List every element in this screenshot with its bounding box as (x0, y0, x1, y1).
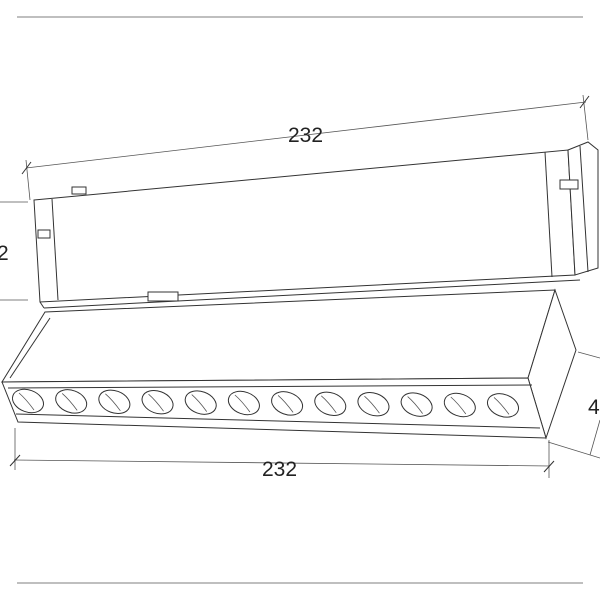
lens-reflector (234, 394, 251, 413)
lens (12, 388, 44, 414)
top-dimension: 232 (21, 94, 590, 201)
lens-reflector (450, 396, 467, 415)
lens-reflector (148, 393, 164, 412)
lens-reflector (61, 393, 78, 411)
lens-reflector (321, 395, 337, 414)
lens (98, 389, 131, 414)
lens-reflector (191, 394, 208, 412)
lens-row (12, 388, 519, 418)
lens (443, 392, 476, 418)
clip-right (559, 179, 579, 190)
lens (184, 390, 217, 415)
luminaire-top-face (1, 289, 556, 383)
lens (400, 392, 433, 417)
lens-reflector (493, 397, 510, 415)
lens (487, 393, 519, 418)
track-adapter-housing (33, 141, 599, 309)
lens (55, 389, 88, 414)
left-height-label: 2 (0, 242, 9, 265)
right-height-label: 4 (588, 396, 600, 419)
lens (271, 391, 304, 416)
lens (314, 391, 347, 416)
lens (227, 390, 260, 416)
connector (147, 291, 179, 302)
right-dimension: 4 (547, 351, 600, 459)
bottom-dimension: 232 (9, 428, 555, 481)
left-dimension: 2 (0, 201, 28, 301)
luminaire-front-face (1, 377, 547, 439)
top-length-label: 232 (288, 124, 323, 147)
bottom-length-label: 232 (262, 458, 297, 481)
linear-spotlight (1, 288, 577, 440)
lens (141, 390, 174, 415)
lens-reflector (18, 392, 35, 411)
lens-reflector (105, 393, 121, 412)
lens-reflector (364, 395, 380, 414)
clip-left (37, 229, 51, 239)
lens (357, 392, 390, 417)
lens-reflector (407, 396, 423, 414)
lens-reflector (277, 395, 294, 413)
